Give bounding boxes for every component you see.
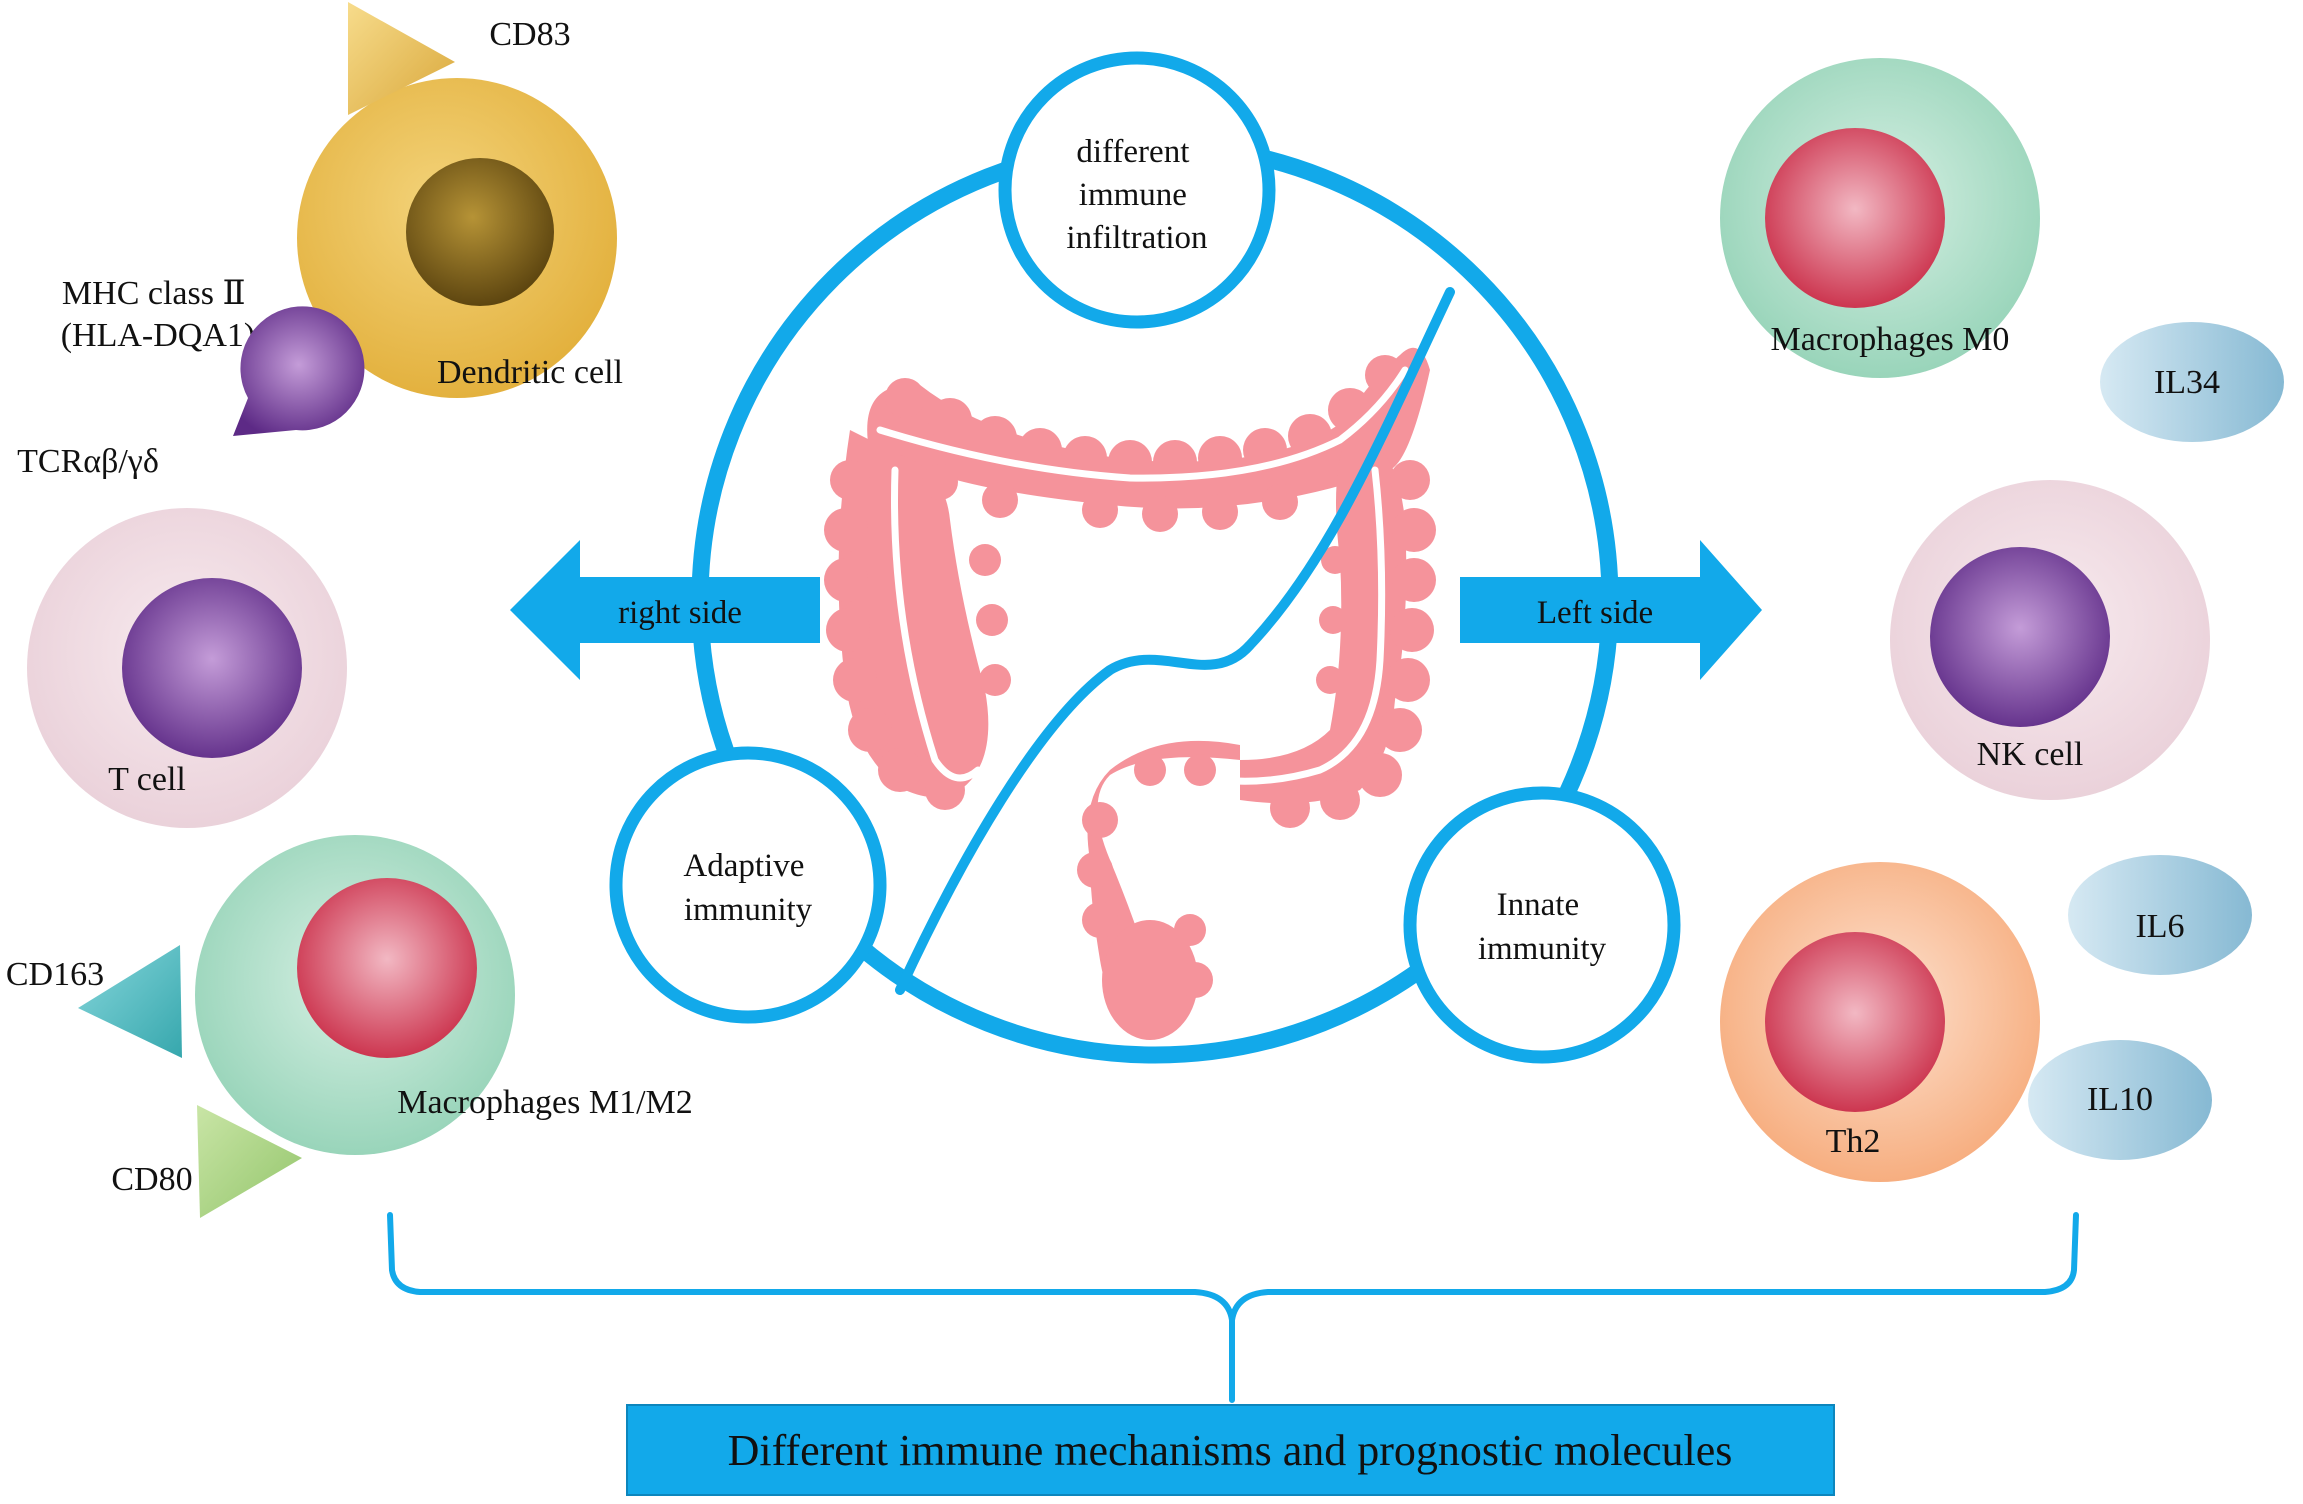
th2-label: Th2 — [1826, 1123, 1881, 1160]
colon-haustra — [824, 355, 1436, 998]
dendritic-label: Dendritic cell — [437, 354, 623, 391]
colon-inner-line-left — [891, 466, 982, 782]
dendritic-cell: Dendritic cell CD83 MHC class Ⅱ (HLA-DQA… — [61, 2, 623, 430]
svg-text:Innate immunity: Innate immunity — [1478, 887, 1607, 967]
macrophage-m1-m2-label: Macrophages M1/M2 — [397, 1084, 693, 1121]
mhc-label-line-2: (HLA-DQA1) — [61, 317, 256, 354]
t-cell: T cell — [27, 508, 347, 828]
right-arrow-label: Left side — [1537, 595, 1653, 631]
cd80-triangle — [197, 1105, 302, 1218]
macrophage-m0: Macrophages M0 — [1720, 58, 2040, 378]
colon-inner-line — [876, 366, 1409, 785]
left-cells: Dendritic cell CD83 MHC class Ⅱ (HLA-DQA… — [6, 2, 693, 1218]
node-immune-infiltration: different immune infiltration — [998, 51, 1276, 329]
left-node-line-2: immunity — [684, 892, 813, 928]
left-node-line-1: Adaptive — [683, 848, 804, 884]
bottom-bracket — [387, 1212, 2079, 1403]
cd163-triangle — [78, 945, 182, 1058]
cd163-label: CD163 — [6, 956, 104, 993]
top-node-line-2: immune — [1079, 177, 1187, 213]
mhc-label-line-1: MHC class Ⅱ — [62, 275, 246, 312]
il10-cytokine: IL10 — [2028, 1040, 2212, 1160]
il34-label: IL34 — [2154, 364, 2220, 401]
left-arrow-label: right side — [618, 595, 742, 631]
il10-label: IL10 — [2087, 1081, 2153, 1118]
right-cells: Macrophages M0 IL34 NK cell Th2 IL6 IL10 — [1720, 58, 2284, 1182]
tcr-receptor: TCRαβ/γδ — [17, 306, 365, 480]
nk-cell: NK cell — [1890, 480, 2210, 800]
svg-text:different immune: different immune infiltration — [1066, 134, 1207, 256]
nk-cell-label: NK cell — [1977, 736, 2084, 773]
cd80-label: CD80 — [111, 1161, 192, 1198]
s-curve-line — [895, 287, 1455, 995]
macrophage-m0-label: Macrophages M0 — [1771, 321, 2010, 358]
il34-cytokine: IL34 — [2100, 322, 2284, 442]
colon-illustration — [838, 347, 1430, 1040]
tcr-label: TCRαβ/γδ — [17, 443, 159, 480]
center-panel: right side Left side different immune in… — [510, 51, 1762, 1064]
svg-text:Adaptive immunity: Adaptive immunity — [683, 848, 812, 928]
th2-cell: Th2 — [1720, 862, 2040, 1182]
macrophage-m1-m2: Macrophages M1/M2 CD163 CD80 — [6, 835, 693, 1218]
right-node-line-2: immunity — [1478, 931, 1607, 967]
right-arrow: Left side — [1460, 540, 1762, 680]
left-arrow: right side — [510, 540, 820, 680]
top-node-line-1: different — [1076, 134, 1189, 170]
right-node-line-1: Innate — [1497, 887, 1579, 923]
cd83-triangle — [348, 2, 455, 115]
il6-cytokine: IL6 — [2068, 855, 2252, 975]
node-adaptive-immunity: Adaptive immunity — [609, 746, 887, 1024]
bottom-title: Different immune mechanisms and prognost… — [728, 1426, 1733, 1475]
node-innate-immunity: Innate immunity — [1403, 786, 1681, 1064]
cd83-label: CD83 — [489, 16, 570, 53]
bottom-title-box: Different immune mechanisms and prognost… — [626, 1404, 1835, 1496]
t-cell-label: T cell — [108, 761, 186, 798]
top-node-line-3: infiltration — [1066, 220, 1207, 256]
il6-label: IL6 — [2135, 908, 2184, 945]
svg-text:MHC class Ⅱ (HLA-DQA1): MHC class Ⅱ (HLA-DQA1) — [61, 275, 256, 354]
